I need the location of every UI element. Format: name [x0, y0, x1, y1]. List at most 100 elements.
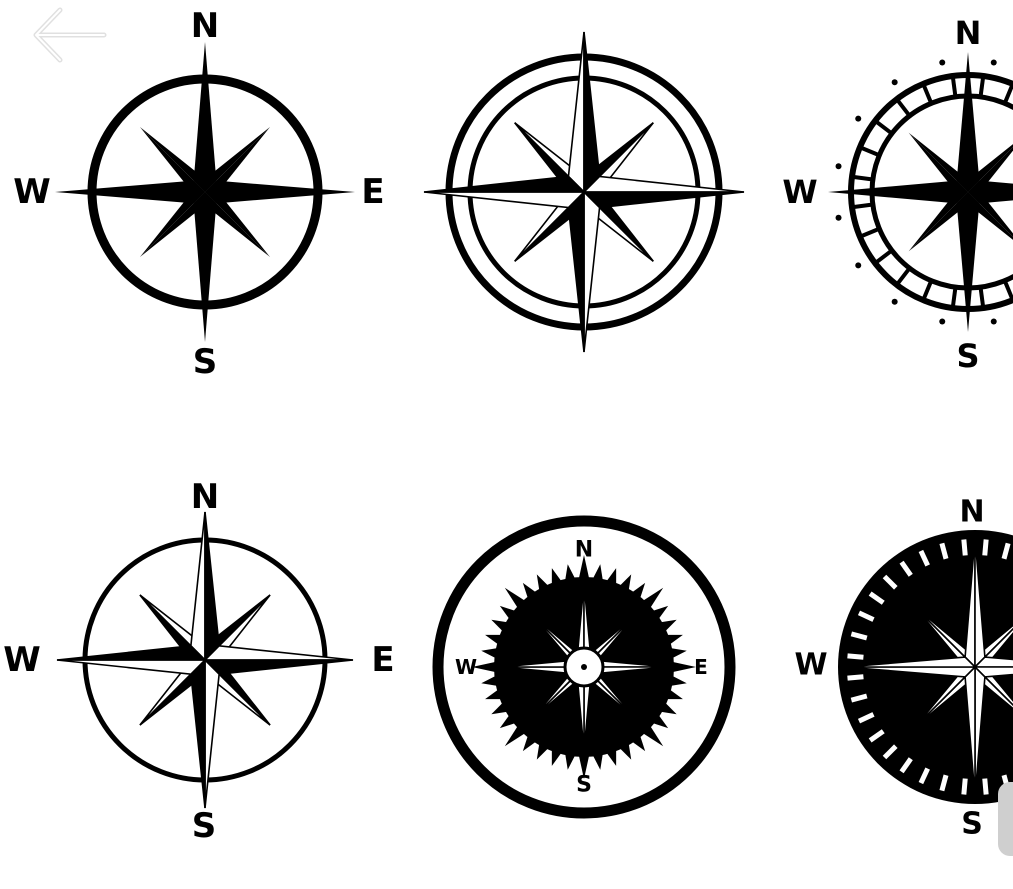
minor-point-0-a — [205, 126, 271, 192]
tick-mark — [868, 591, 885, 605]
tick-mark — [1002, 279, 1013, 301]
major-point-e-b — [205, 192, 355, 204]
arrow-left-icon — [33, 7, 107, 63]
major-point-s-a — [204, 658, 220, 809]
compass-6-tick-ring — [847, 539, 1011, 795]
major-point-w-b — [828, 180, 968, 192]
major-point-s-a — [205, 192, 217, 342]
tooth-mark — [671, 661, 696, 673]
minor-point-1-b — [205, 192, 271, 258]
tick-mark — [850, 631, 868, 641]
compass-3-label-s: S — [956, 337, 979, 375]
tick-mark — [918, 549, 930, 567]
compass-3-tick-ring — [851, 75, 1013, 309]
compass-1-star — [55, 42, 355, 342]
major-point-n-a — [190, 511, 206, 662]
minor-point-3-b — [139, 126, 205, 192]
tick-mark — [868, 729, 885, 743]
tick-mark — [899, 757, 913, 774]
tooth-mark — [669, 648, 687, 659]
major-point-w-a — [828, 192, 968, 204]
compass-6: N S W — [794, 495, 1013, 842]
tooth-mark — [481, 675, 499, 686]
major-point-n-b — [205, 42, 217, 192]
tick-mark — [1001, 542, 1011, 560]
major-point-w-a — [56, 659, 207, 675]
tooth-mark — [592, 752, 603, 770]
dot-mark — [835, 214, 842, 221]
tick-mark — [1002, 83, 1013, 105]
tick-mark — [950, 75, 958, 98]
major-point-w-b — [423, 175, 586, 193]
tick-mark — [899, 560, 913, 577]
compass-5-label-e: E — [694, 655, 708, 679]
tick-mark — [847, 653, 864, 660]
tick-mark — [847, 674, 864, 681]
tick-mark — [873, 119, 894, 136]
dot-mark — [855, 115, 862, 122]
dot-mark — [939, 59, 946, 66]
tick-mark — [978, 75, 986, 98]
tooth-mark — [592, 564, 603, 582]
tick-mark — [857, 712, 875, 724]
tick-mark — [851, 202, 874, 210]
compass-3-label-n: N — [955, 14, 982, 52]
dot-mark — [990, 59, 997, 66]
tooth-mark — [565, 752, 576, 770]
tooth-mark — [578, 754, 590, 779]
compass-4-label-n: N — [191, 477, 219, 517]
major-point-e-a — [205, 180, 355, 192]
minor-point-0-b — [205, 126, 271, 192]
tooth-mark — [472, 661, 497, 673]
compass-5: N E S W — [432, 515, 736, 819]
compass-4-star — [56, 511, 354, 809]
compass-3: N S W — [782, 14, 1013, 375]
minor-point-2-b — [139, 192, 205, 258]
major-point-n-a — [193, 42, 205, 192]
compass-4-label-w: W — [3, 640, 41, 680]
major-point-n-a — [956, 52, 968, 192]
edge-overlay-button[interactable] — [998, 782, 1013, 856]
compass-6-label-n: N — [959, 495, 984, 530]
compass-1: N E S W — [13, 6, 384, 382]
minor-point-2-b — [908, 192, 968, 252]
compass-6-star — [844, 536, 1013, 798]
major-point-w-b — [56, 645, 207, 661]
tick-mark — [851, 174, 874, 182]
major-point-e-b — [203, 659, 354, 675]
minor-point-3-b — [908, 132, 968, 192]
back-button[interactable] — [28, 4, 108, 66]
compass-3-label-w: W — [782, 173, 817, 211]
dot-mark — [855, 262, 862, 269]
major-point-s-a — [968, 192, 980, 332]
tick-mark — [982, 539, 989, 556]
compass-5-label-s: S — [576, 773, 592, 798]
compass-6-label-w: W — [794, 648, 827, 683]
major-point-n-b — [968, 52, 980, 192]
tooth-mark — [669, 675, 687, 686]
tick-mark — [882, 744, 898, 760]
major-point-s-b — [193, 192, 205, 342]
major-point-w-b — [55, 180, 205, 192]
tooth-mark — [565, 564, 576, 582]
major-point-e-a — [203, 645, 354, 661]
tick-mark — [982, 778, 989, 795]
compass-2 — [423, 31, 745, 353]
compass-1-label-n: N — [191, 6, 219, 46]
tick-mark — [859, 226, 881, 239]
major-point-w-b — [844, 656, 977, 668]
major-point-e-a — [973, 656, 1013, 668]
major-point-s-b — [956, 192, 968, 332]
tick-mark — [978, 286, 986, 309]
compass-3-star — [828, 52, 1013, 332]
tick-mark — [857, 610, 875, 622]
tick-mark — [961, 778, 968, 795]
dot-mark — [990, 318, 997, 325]
tick-mark — [950, 286, 958, 309]
compass-1-label-s: S — [193, 342, 218, 382]
compass-5-label-w: W — [455, 655, 477, 679]
compass-6-label-s: S — [961, 807, 983, 842]
tooth-mark — [481, 648, 499, 659]
compass-4-label-e: E — [371, 640, 394, 680]
